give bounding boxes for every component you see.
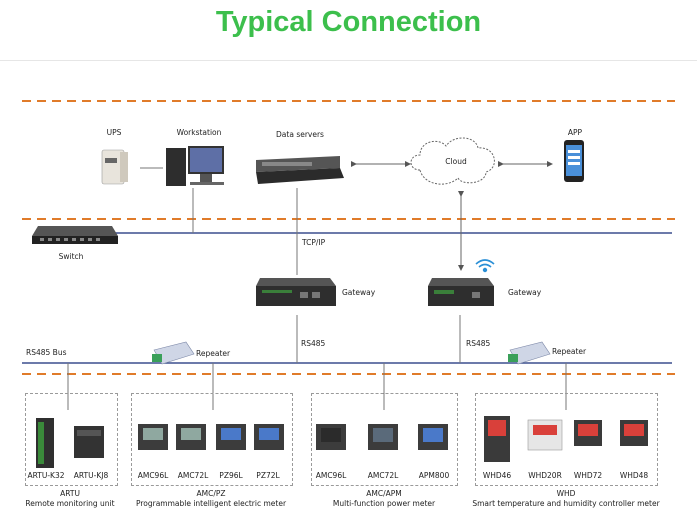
network-switch-icon bbox=[32, 226, 118, 244]
group-amc-pz-box bbox=[131, 393, 293, 486]
gateway-1-icon bbox=[256, 278, 336, 306]
rs485-label-1: RS485 bbox=[301, 339, 326, 348]
workstation-label: Workstation bbox=[176, 128, 222, 137]
page-title: Typical Connection bbox=[215, 6, 482, 38]
group-amc-apm-name: AMC/APM bbox=[366, 489, 402, 498]
repeater-2-icon bbox=[508, 341, 551, 365]
tcpip-label: TCP/IP bbox=[302, 238, 326, 247]
cloud-icon bbox=[410, 137, 495, 185]
group-artu-desc: Remote monitoring unit bbox=[25, 499, 115, 508]
device-label: WHD46 bbox=[482, 471, 512, 480]
title-divider bbox=[0, 60, 697, 61]
group-amc-pz-desc: Programmable intelligent electric meter bbox=[135, 499, 287, 508]
device-label: AMC72L bbox=[177, 471, 209, 480]
ups-icon bbox=[101, 149, 128, 185]
workstation-icon bbox=[166, 146, 224, 186]
repeater-1-icon bbox=[152, 341, 195, 365]
artu-kj8-device-icon bbox=[74, 426, 104, 458]
device-label: PZ96L bbox=[219, 471, 243, 480]
switch-label: Switch bbox=[58, 252, 84, 261]
wifi-icon bbox=[475, 259, 495, 273]
app-phone-icon bbox=[564, 140, 584, 182]
group-amc-apm-desc: Multi-function power meter bbox=[332, 499, 436, 508]
device-label: AMC96L bbox=[137, 471, 169, 480]
gateway-2-icon bbox=[428, 278, 494, 306]
group-amc-apm-box bbox=[311, 393, 458, 486]
device-label: ARTU-K32 bbox=[27, 471, 65, 480]
group-artu-name: ARTU bbox=[60, 489, 80, 498]
gateway-1-label: Gateway bbox=[342, 288, 376, 297]
device-label: WHD72 bbox=[573, 471, 603, 480]
amc-apm-device-icons bbox=[316, 424, 448, 450]
data-servers-label: Data servers bbox=[276, 130, 324, 139]
repeater-2-label: Repeater bbox=[552, 347, 587, 356]
app-label: APP bbox=[567, 128, 583, 137]
device-label: AMC72L bbox=[367, 471, 399, 480]
group-amc-pz-name: AMC/PZ bbox=[196, 489, 226, 498]
device-label: WHD48 bbox=[619, 471, 649, 480]
amc-pz-device-icons bbox=[138, 424, 284, 450]
server-icon bbox=[256, 156, 344, 184]
rs485-bus-label: RS485 Bus bbox=[26, 348, 67, 357]
group-whd-box bbox=[475, 393, 658, 486]
group-whd-name: WHD bbox=[556, 489, 576, 498]
artu-k32-device-icon bbox=[36, 418, 54, 468]
device-label: AMC96L bbox=[315, 471, 347, 480]
rs485-label-2: RS485 bbox=[466, 339, 491, 348]
gateway-2-label: Gateway bbox=[508, 288, 542, 297]
group-artu-box bbox=[25, 393, 118, 486]
cloud-label: Cloud bbox=[445, 157, 467, 166]
device-label: WHD20R bbox=[528, 471, 562, 480]
device-label: APM800 bbox=[418, 471, 450, 480]
device-label: ARTU-KJ8 bbox=[73, 471, 109, 480]
whd-device-icons bbox=[484, 416, 648, 462]
ups-label: UPS bbox=[106, 128, 122, 137]
group-whd-desc: Smart temperature and humidity controlle… bbox=[472, 499, 660, 508]
repeater-1-label: Repeater bbox=[196, 349, 231, 358]
device-label: PZ72L bbox=[256, 471, 280, 480]
